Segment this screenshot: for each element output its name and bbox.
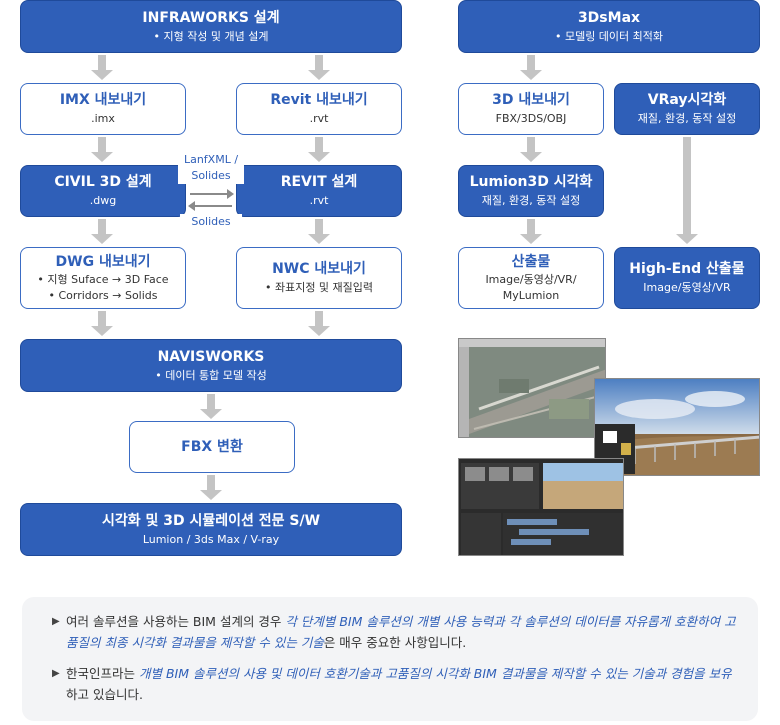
note1-emphasis: 각 단계별 BIM 솔루션의 개별 사용 능력과 각 솔루션의 데이터를 자유롭…: [66, 614, 736, 650]
revit-export-box: Revit 내보내기 .rvt: [236, 83, 402, 135]
arrow-down: [91, 311, 113, 337]
dwg-line2: • Corridors → Solids: [48, 288, 158, 302]
note-paragraph-2: ▶ 한국인프라는 개별 BIM 솔루션의 사용 및 데이터 호환기술과 고품질의 …: [52, 663, 738, 705]
3d-export-title: 3D 내보내기: [492, 92, 570, 108]
revit-design-title: REVIT 설계: [280, 174, 358, 190]
note2-emphasis: 개별 BIM 솔루션의 사용 및 데이터 호환기술과 고품질의 시각화 BIM …: [138, 666, 732, 681]
triangle-bullet-icon: ▶: [52, 668, 60, 679]
arrow-down: [308, 311, 330, 337]
navisworks-box: NAVISWORKS • 데이터 통합 모델 작성: [20, 339, 402, 392]
nwc-export-box: NWC 내보내기 • 좌표지정 및 재질입력: [236, 247, 402, 309]
civil3d-sub: .dwg: [89, 194, 117, 207]
highend-box: High-End 산출물 Image/동영상/VR: [614, 247, 760, 309]
3dsmax-sub: • 모델링 데이터 최적화: [554, 29, 664, 43]
software-screenshot-bridge: [594, 378, 760, 476]
dwg-export-box: DWG 내보내기 • 지형 Suface → 3D Face • Corrido…: [20, 247, 186, 309]
fbx-title: FBX 변환: [181, 439, 243, 455]
civil3d-title: CIVIL 3D 설계: [54, 174, 152, 190]
imx-sub: .imx: [91, 112, 115, 125]
infraworks-sub: • 지형 작성 및 개념 설계: [153, 29, 269, 43]
arrow-down: [91, 55, 113, 81]
lumion-box: Lumion3D 시각화 재질, 환경, 동작 설정: [458, 165, 604, 217]
imx-title: IMX 내보내기: [59, 92, 147, 108]
lumion-sub: 재질, 환경, 동작 설정: [481, 194, 581, 207]
arrow-left: [188, 201, 232, 211]
link-label-top: LanfXML / Solides: [178, 152, 244, 184]
note1-text: 여러 솔루션을 사용하는 BIM 설계의 경우: [66, 614, 286, 629]
highend-title: High-End 산출물: [629, 261, 745, 277]
output-title: 산출물: [511, 253, 551, 270]
arrow-down: [520, 55, 542, 81]
lumion-title: Lumion3D 시각화: [469, 174, 593, 190]
software-screenshot-editor: [458, 458, 624, 556]
infraworks-box: INFRAWORKS 설계 • 지형 작성 및 개념 설계: [20, 0, 402, 53]
3d-export-sub: FBX/3DS/OBJ: [495, 112, 567, 125]
note-paragraph-1: ▶ 여러 솔루션을 사용하는 BIM 설계의 경우 각 단계별 BIM 솔루션의 …: [52, 611, 738, 653]
arrow-down: [308, 219, 330, 245]
note1-text-end: 은 매우 중요한 사항입니다.: [323, 635, 467, 650]
arrow-down: [308, 137, 330, 163]
visualization-title: 시각화 및 3D 시뮬레이션 전문 S/W: [101, 512, 321, 529]
arrow-down: [91, 137, 113, 163]
output-box: 산출물 Image/동영상/VR/ MyLumion: [458, 247, 604, 309]
link-label-bottom: Solides: [180, 214, 242, 230]
dwg-title: DWG 내보내기: [55, 253, 151, 270]
civil3d-box: CIVIL 3D 설계 .dwg: [20, 165, 186, 217]
3d-export-box: 3D 내보내기 FBX/3DS/OBJ: [458, 83, 604, 135]
dwg-line1: • 지형 Suface → 3D Face: [37, 272, 169, 286]
arrow-down: [200, 475, 222, 501]
arrow-down-long: [676, 137, 698, 245]
vray-box: VRay시각화 재질, 환경, 동작 설정: [614, 83, 760, 135]
software-screenshot-aerial: [458, 338, 606, 438]
note2-text-end: 하고 있습니다.: [66, 687, 143, 702]
triangle-bullet-icon: ▶: [52, 616, 60, 627]
imx-export-box: IMX 내보내기 .imx: [20, 83, 186, 135]
navisworks-title: NAVISWORKS: [157, 348, 265, 365]
infraworks-title: INFRAWORKS 설계: [142, 9, 280, 26]
revit-export-sub: .rvt: [309, 112, 329, 125]
arrow-down: [520, 219, 542, 245]
nwc-sub: • 좌표지정 및 재질입력: [264, 281, 374, 294]
visualization-box: 시각화 및 3D 시뮬레이션 전문 S/W Lumion / 3ds Max /…: [20, 503, 402, 556]
arrow-down: [520, 137, 542, 163]
description-note: ▶ 여러 솔루션을 사용하는 BIM 설계의 경우 각 단계별 BIM 솔루션의 …: [22, 597, 758, 721]
3dsmax-title: 3DsMax: [577, 9, 641, 26]
revit-design-box: REVIT 설계 .rvt: [236, 165, 402, 217]
nwc-title: NWC 내보내기: [272, 261, 366, 277]
highend-sub: Image/동영상/VR: [643, 281, 731, 294]
arrow-down: [308, 55, 330, 81]
revit-design-sub: .rvt: [309, 194, 329, 207]
arrow-down: [200, 394, 222, 420]
revit-export-title: Revit 내보내기: [270, 92, 368, 108]
visualization-sub: Lumion / 3ds Max / V-ray: [142, 532, 280, 546]
note2-text: 한국인프라는: [66, 666, 139, 681]
output-line1: Image/동영상/VR/: [485, 272, 577, 286]
fbx-box: FBX 변환: [129, 421, 295, 473]
vray-title: VRay시각화: [647, 92, 727, 108]
vray-sub: 재질, 환경, 동작 설정: [637, 112, 737, 125]
3dsmax-box: 3DsMax • 모델링 데이터 최적화: [458, 0, 760, 53]
arrow-right: [190, 189, 234, 199]
arrow-down: [91, 219, 113, 245]
output-line2: MyLumion: [502, 288, 560, 302]
navisworks-sub: • 데이터 통합 모델 작성: [155, 368, 267, 382]
